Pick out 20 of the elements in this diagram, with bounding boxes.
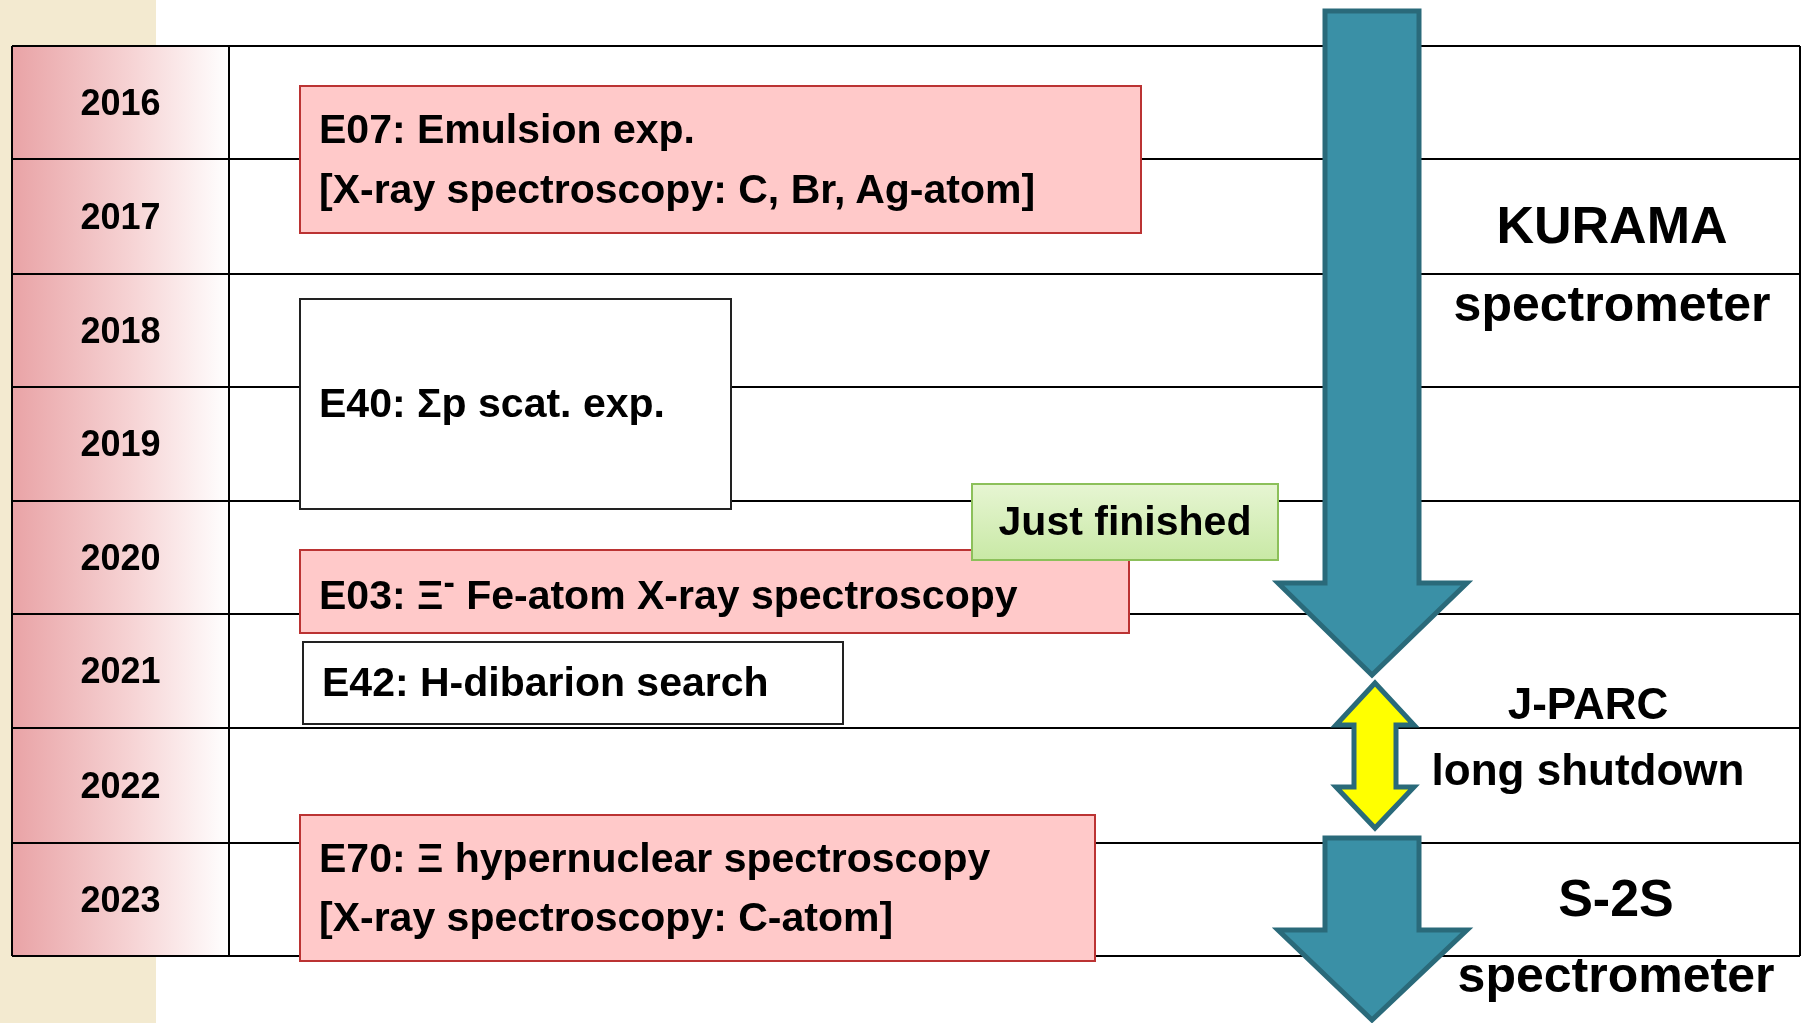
experiment-box: [299, 85, 1142, 234]
status-badge: [971, 483, 1279, 561]
experiment-text: E40: Σp scat. exp.: [319, 379, 666, 429]
spectrometer-label: spectrometer: [1452, 275, 1772, 333]
experiment-box: [302, 641, 844, 725]
experiment-text: E03: Ξ$^{-}$ Fe-atom X-ray spectroscopy: [319, 561, 1019, 620]
experiment-text: E70: Ξ hypernuclear spectroscopy: [319, 833, 992, 883]
experiment-text: E07: Emulsion exp.: [319, 105, 696, 155]
experiment-text: E42: H-dibarion search: [322, 658, 770, 708]
experiment-box: [299, 549, 1130, 634]
experiment-box: [299, 298, 732, 510]
experiment-box: [299, 814, 1096, 962]
spectrometer-label: spectrometer: [1456, 946, 1776, 1004]
shutdown-label: J-PARC: [1506, 679, 1670, 729]
spectrometer-label: S-2S: [1557, 868, 1675, 928]
shutdown-label: long shutdown: [1430, 745, 1746, 795]
status-text: Just finished: [998, 497, 1252, 547]
experiment-text: [X-ray spectroscopy: C, Br, Ag-atom]: [319, 164, 1037, 214]
experiment-text: [X-ray spectroscopy: C-atom]: [319, 893, 895, 942]
spectrometer-label: KURAMA: [1495, 195, 1729, 255]
